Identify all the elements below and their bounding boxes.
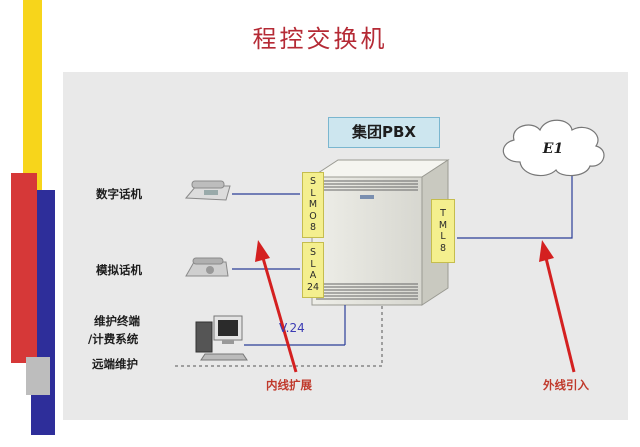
gray-block <box>26 357 50 395</box>
red-stripe <box>11 173 37 363</box>
arrows <box>255 240 576 373</box>
internal-extension-label: 内线扩展 <box>266 378 312 392</box>
card-text: 8 <box>309 222 317 234</box>
v24-label: V.24 <box>279 321 305 335</box>
page-title: 程控交换机 <box>252 25 388 53</box>
card-text: M <box>438 219 448 231</box>
card-text: T <box>440 208 446 219</box>
remote-dashed-line <box>175 305 383 367</box>
analog-phone-label: 模拟话机 <box>96 263 142 277</box>
pbx-label: 集团PBX <box>328 117 440 148</box>
card-text: L <box>440 231 446 242</box>
sla24-card: S L A 24 <box>302 242 324 298</box>
e1-label: E1 <box>542 141 564 157</box>
analog-phone-icon <box>185 257 229 277</box>
card-text: A <box>309 270 317 281</box>
yellow-stripe <box>23 0 42 190</box>
tml8-card: T M L 8 <box>431 199 455 263</box>
internal-arrow <box>261 257 298 373</box>
e1-cloud-icon <box>502 119 605 177</box>
card-text: L <box>310 258 316 270</box>
card-text: M <box>308 199 318 211</box>
card-text: 24 <box>306 281 320 293</box>
card-text: 8 <box>439 242 447 254</box>
card-text: S <box>309 176 317 188</box>
card-text: S <box>309 247 317 258</box>
card-text: O <box>309 210 317 222</box>
terminal-label-line2: /计费系统 <box>88 332 139 346</box>
terminal-label-line1: 维护终端 <box>94 314 140 328</box>
remote-maintenance-label: 远端维护 <box>92 357 138 371</box>
slmo8-card: S L M O 8 <box>302 172 324 238</box>
digital-phone-label: 数字话机 <box>96 187 142 201</box>
digital-phone-icon <box>184 180 231 201</box>
card-text: L <box>310 187 316 199</box>
pbx-cabinet <box>310 159 450 306</box>
external-arrow <box>544 257 576 373</box>
external-trunk-label: 外线引入 <box>543 378 589 392</box>
terminal-computer-icon <box>195 315 248 361</box>
